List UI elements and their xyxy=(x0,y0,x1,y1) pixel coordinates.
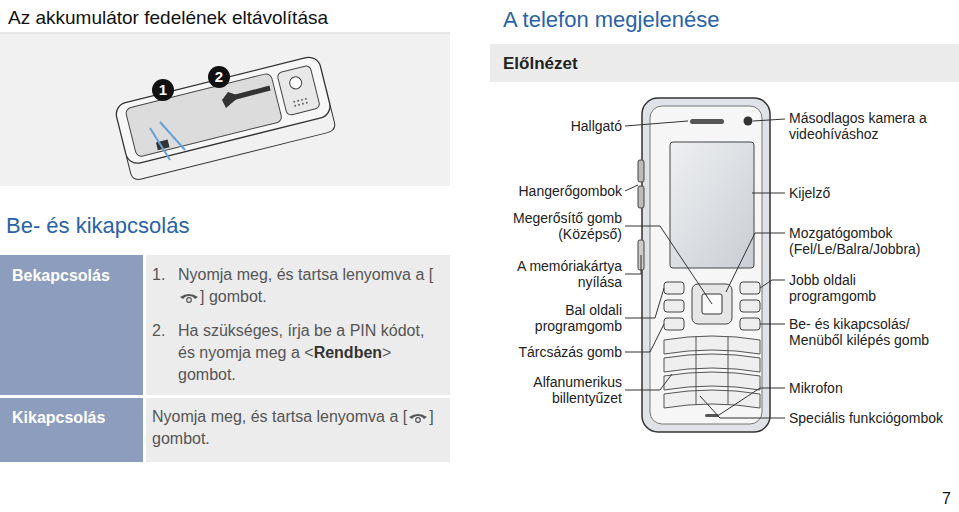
special-key xyxy=(740,300,760,312)
part-label: Jobb oldali programgomb xyxy=(789,272,929,304)
illustration-panel xyxy=(0,34,450,186)
phone-back xyxy=(114,55,337,181)
sub-heading: Előlnézet xyxy=(503,53,578,75)
table-cell xyxy=(146,255,450,395)
part-label: A memóriakártya nyílása xyxy=(497,258,622,290)
step-item: 2. Ha szükséges, írja be a PIN kódot, és… xyxy=(152,320,442,386)
volume-down xyxy=(638,186,644,208)
camera-area xyxy=(277,65,321,116)
callout-number: 2 xyxy=(208,66,230,88)
part-label: Be- és kikapcsolás/ Menüből kilépés gomb xyxy=(789,316,955,348)
part-label: Tárcsázás gomb xyxy=(492,344,622,360)
phone-body xyxy=(114,55,333,166)
step-text-part: ] gombot. xyxy=(200,288,267,305)
table-head-cell xyxy=(0,398,143,462)
special-key xyxy=(664,300,684,312)
table-cell xyxy=(146,398,450,462)
part-label: Másodlagos kamera a videohíváshoz xyxy=(789,110,939,142)
part-label: Hangerőgombok xyxy=(492,183,622,199)
callout-number: 1 xyxy=(152,79,174,101)
table-head-cell xyxy=(0,255,143,395)
end-key xyxy=(740,318,760,330)
part-label: Speciális funkciógombok xyxy=(789,410,955,426)
phone-front xyxy=(638,98,770,432)
phone-face xyxy=(650,106,762,424)
dial-key xyxy=(664,318,684,330)
rule xyxy=(0,33,450,34)
end-key-icon xyxy=(407,411,429,423)
phone-housing xyxy=(642,98,770,432)
camera-lens xyxy=(288,76,303,91)
part-label: Megerősítő gomb (Középső) xyxy=(497,210,622,242)
part-label: Alfanumerikus billentyűzet xyxy=(512,374,622,406)
step-text: Nyomja meg, és tartsa lenyomva a [ ] gomb… xyxy=(178,264,442,308)
step-text: Nyomja meg, és tartsa lenyomva a [] gomb… xyxy=(152,406,444,450)
step-text-part: Nyomja meg, és tartsa lenyomva a [ xyxy=(152,408,407,425)
slide-arrow xyxy=(232,88,270,98)
volume-up xyxy=(638,160,644,182)
section-heading: A telefon megjelenése xyxy=(503,6,720,34)
page-number: 7 xyxy=(942,490,951,508)
end-key-icon xyxy=(178,291,200,303)
earpiece xyxy=(690,119,724,124)
part-label: Mozgatógombok (Fel/Le/Balra/Jobbra) xyxy=(789,225,955,257)
part-label: Bal oldali programgomb xyxy=(497,302,622,334)
battery-cover xyxy=(125,73,283,158)
table-head-text: Kikapcsolás xyxy=(12,408,138,428)
right-softkey xyxy=(740,282,760,294)
display xyxy=(670,142,754,268)
front-camera xyxy=(744,117,753,126)
left-softkey xyxy=(664,282,684,294)
table-head-text: Bekapcsolás xyxy=(12,266,138,286)
leader-lines xyxy=(625,119,785,418)
step-item: 1. Nyomja meg, és tartsa lenyomva a [ ] g… xyxy=(152,264,442,308)
step-number: 1. xyxy=(152,264,178,308)
part-label: Hallgató xyxy=(492,118,622,134)
softkey-name: Rendben xyxy=(314,344,382,361)
subheading-band xyxy=(490,44,959,82)
step-text: Ha szükséges, írja be a PIN kódot, és ny… xyxy=(178,320,442,386)
section-heading: Az akkumulátor fedelének eltávolítása xyxy=(8,6,328,30)
press-marks xyxy=(150,122,185,160)
part-label: Mikrofon xyxy=(789,380,939,396)
section-heading: Be- és kikapcsolás xyxy=(6,212,189,240)
phone-edge xyxy=(126,105,336,181)
step-text-part: Nyomja meg, és tartsa lenyomva a [ xyxy=(178,266,433,283)
speaker-grille xyxy=(293,98,308,107)
part-label: Kijelző xyxy=(789,185,939,201)
step-number: 2. xyxy=(152,320,178,386)
